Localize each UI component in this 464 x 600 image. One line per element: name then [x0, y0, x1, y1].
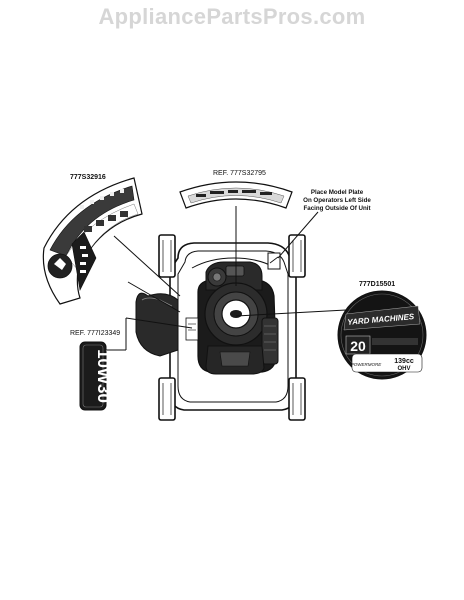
- wheel-front-right: [288, 234, 306, 278]
- wheel-rear-right: [288, 377, 306, 421]
- model-plate-location: [267, 252, 281, 270]
- oil-decal-part-label: REF. 777I23349: [70, 330, 121, 337]
- decal-top-part-label: REF. 777S32795: [213, 170, 266, 177]
- oil-decal-text: 10W30: [94, 349, 113, 403]
- badge-part-label: 777D15501: [359, 281, 396, 288]
- wheel-rear-left: [158, 377, 176, 421]
- wheel-front-left: [158, 234, 176, 278]
- yard-machines-badge: [337, 290, 427, 380]
- badge-engine-type: OHV: [397, 366, 410, 372]
- decal-top-arc: [179, 181, 293, 209]
- model-plate-note: Place Model Plate On Operators Left Side…: [282, 189, 392, 213]
- decal-left-curved: [42, 177, 143, 305]
- badge-size: 20: [350, 338, 366, 354]
- badge-displacement: 139cc: [394, 358, 414, 365]
- leader-lines: [106, 206, 347, 351]
- model-plate-note-line-3: Facing Outside Of Unit: [303, 205, 371, 212]
- decal-left-part-label: 777S32916: [70, 174, 106, 181]
- engine: [185, 261, 279, 375]
- model-plate-note-line-2: On Operators Left Side: [303, 197, 371, 204]
- model-plate-note-line-1: Place Model Plate: [310, 189, 364, 196]
- oil-decal: [79, 341, 107, 411]
- site-watermark: AppliancePartsPros.com: [98, 4, 366, 29]
- badge-engine-brand: POWERMORE: [351, 362, 382, 367]
